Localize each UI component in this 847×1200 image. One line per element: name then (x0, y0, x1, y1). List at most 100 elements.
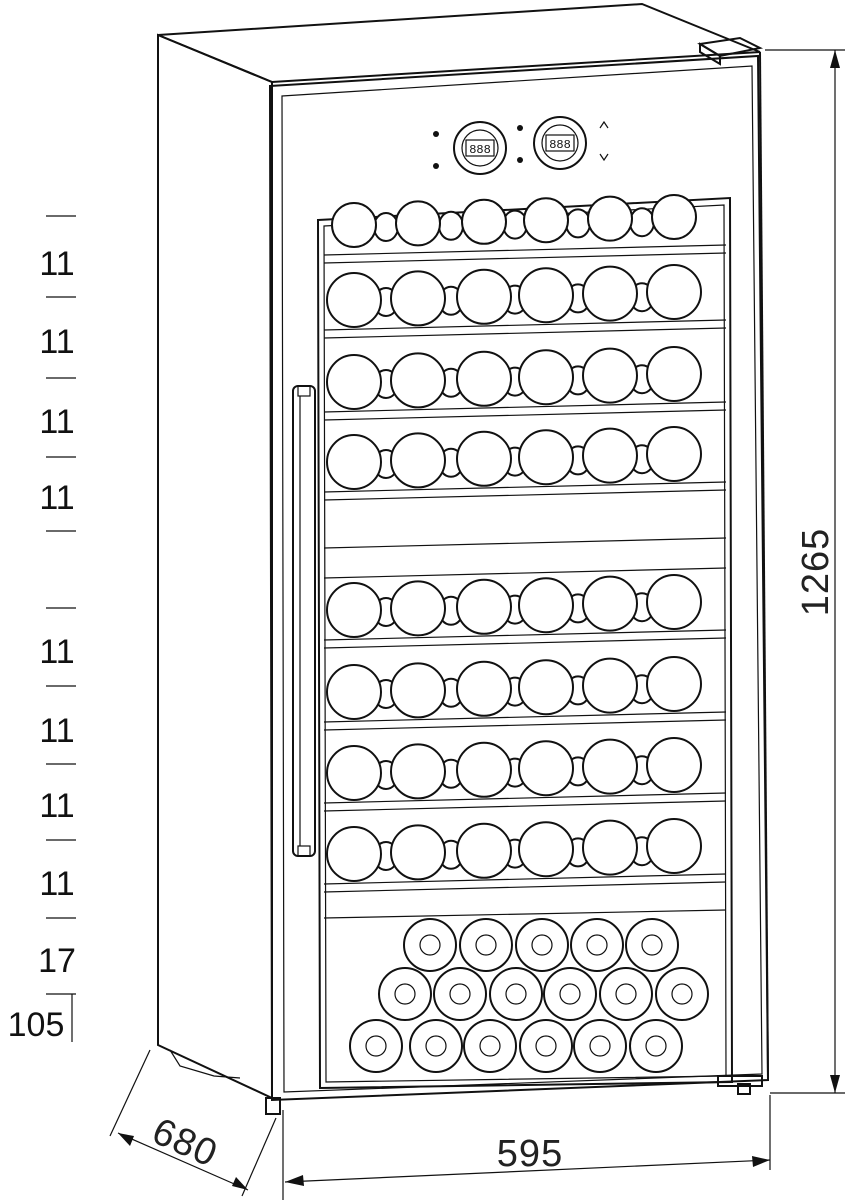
height-dimension: 1265 (765, 49, 845, 1094)
bottle (646, 574, 702, 630)
bottle (518, 659, 574, 716)
stacked-bottle (543, 967, 597, 1021)
right-temperature-display (533, 116, 587, 170)
depth-value: 680 (146, 1110, 224, 1175)
left-temperature-display (453, 121, 507, 175)
bottle (456, 660, 512, 717)
bottle (390, 662, 446, 719)
bottle (326, 434, 382, 490)
stacked-bottle (459, 918, 513, 972)
bottle (456, 822, 512, 879)
width-value: 595 (497, 1133, 563, 1175)
bottle-neck (438, 210, 464, 241)
bottle (646, 818, 702, 874)
depth-dimension: 680 (109, 1049, 277, 1197)
bottle (326, 664, 382, 720)
bottle (456, 430, 512, 487)
down-arrow-icon (599, 153, 609, 162)
bottle (456, 268, 512, 325)
stacked-bottle-punt (671, 983, 693, 1005)
shelf-row (323, 737, 727, 812)
shelf-row (323, 194, 727, 264)
bottle (587, 195, 633, 242)
bottom-bottle-stack (349, 918, 709, 1073)
zone-button-icon (517, 125, 523, 131)
zone-divider (323, 537, 727, 549)
bottle (456, 741, 512, 798)
stacked-bottle (463, 1019, 517, 1073)
stacked-bottle (515, 918, 569, 972)
bottle (518, 821, 574, 878)
stacked-bottle-punt (641, 934, 663, 956)
stacked-bottle-punt (586, 934, 608, 956)
bottle (651, 194, 697, 240)
stacked-bottle (655, 967, 709, 1021)
shelf-row (323, 426, 727, 501)
shelf-capacity-3: 11 (39, 403, 74, 441)
width-dimension: 595 (282, 1095, 771, 1200)
stacked-bottle-punt (425, 1035, 447, 1057)
bottle (582, 347, 638, 404)
bottle-neck (565, 208, 591, 239)
svg-text:888: 888 (549, 138, 571, 152)
bottle (582, 427, 638, 484)
cabinet-feet (169, 1049, 763, 1115)
shelf-capacity-8: 11 (39, 865, 74, 903)
bottle (456, 578, 512, 635)
stacked-bottle-punt (645, 1035, 667, 1057)
shelf-capacity-bottom: 17 (38, 942, 76, 980)
stacked-bottle (570, 918, 624, 972)
bottle-neck (373, 212, 399, 242)
bottle (326, 826, 382, 882)
stacked-bottle (519, 1019, 573, 1073)
shelf-row (323, 574, 727, 649)
light-button-icon (433, 131, 439, 137)
shelf-row (323, 264, 727, 339)
bottle (582, 819, 638, 876)
stacked-bottle-punt (505, 983, 527, 1005)
stacked-bottle-punt (365, 1035, 387, 1057)
bottle (331, 202, 377, 248)
stacked-bottle-punt (449, 983, 471, 1005)
stacked-bottle-punt (559, 983, 581, 1005)
stacked-bottle (349, 1019, 403, 1073)
shelf-capacity-6: 11 (39, 712, 74, 750)
bottle (518, 429, 574, 486)
stacked-bottle-punt (535, 1035, 557, 1057)
shelf-rows (323, 194, 727, 919)
shelf-row (323, 656, 727, 731)
stacked-bottle-punt (589, 1035, 611, 1057)
bottle (518, 349, 574, 406)
shelf-capacity-7: 11 (39, 787, 74, 825)
shelf-capacity-5: 11 (39, 633, 74, 671)
bottle (646, 737, 702, 793)
total-capacity: 105 (8, 1006, 65, 1044)
bottle (523, 197, 569, 244)
stacked-bottle (573, 1019, 627, 1073)
bottle (518, 740, 574, 797)
shelf-capacity-4: 11 (39, 479, 74, 517)
bottle (390, 270, 446, 327)
bottle (646, 346, 702, 402)
stacked-bottle-punt (615, 983, 637, 1005)
bottle (582, 265, 638, 322)
bottle (390, 743, 446, 800)
shelf-capacity-2: 11 (39, 323, 74, 361)
shelf-row (323, 818, 727, 893)
stacked-bottle-punt (475, 934, 497, 956)
stacked-bottle (599, 967, 653, 1021)
bottle (326, 745, 382, 801)
stacked-bottle (378, 967, 432, 1021)
bottle (390, 824, 446, 881)
power-button-icon (433, 163, 439, 169)
bottle (646, 426, 702, 482)
stacked-bottle-punt (531, 934, 553, 956)
control-panel: 888 888 (433, 116, 609, 175)
bottle (326, 582, 382, 638)
bottle (582, 738, 638, 795)
stacked-bottle (433, 967, 487, 1021)
height-value: 1265 (795, 528, 837, 617)
shelf-capacity-column: 11 11 11 11 11 11 11 11 17 105 (8, 215, 76, 1044)
stacked-bottle (629, 1019, 683, 1073)
